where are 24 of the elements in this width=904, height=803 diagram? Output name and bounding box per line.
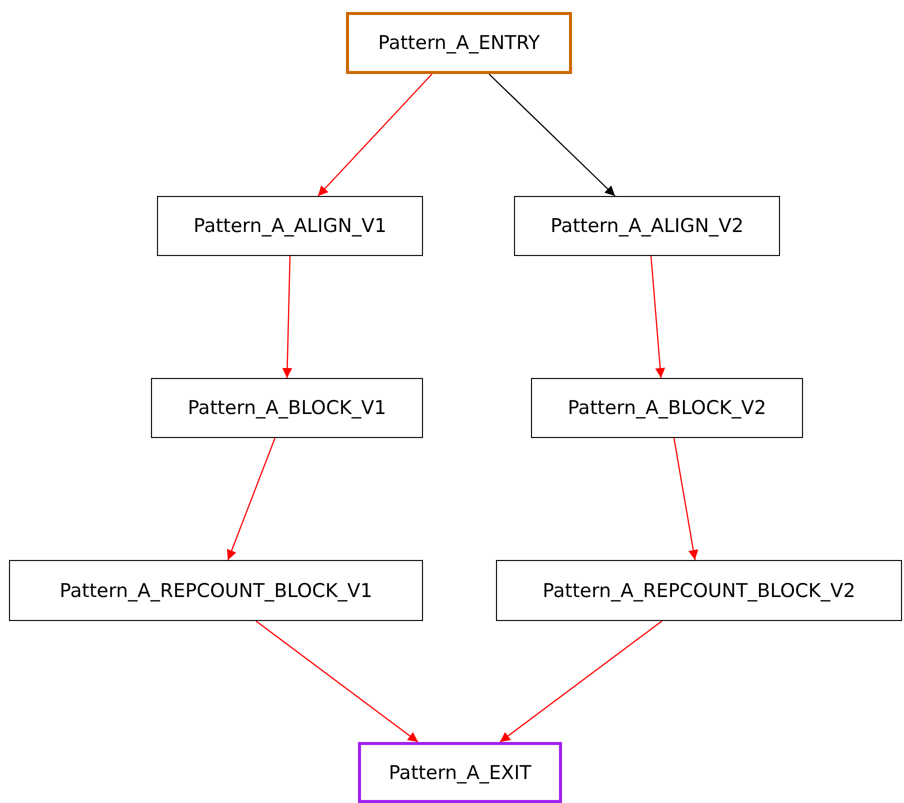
process-box [496, 560, 902, 621]
process-box [514, 196, 780, 256]
arrow [318, 74, 432, 196]
node-label: Pattern_A_BLOCK_V2 [568, 397, 766, 419]
arrow [650, 256, 666, 378]
process-box [346, 12, 572, 74]
process-box [157, 196, 423, 256]
arrow [256, 620, 418, 742]
arrow [500, 620, 662, 742]
node-label: Pattern_A_REPCOUNT_BLOCK_V1 [60, 580, 372, 602]
process-box [531, 378, 803, 438]
node-label: Pattern_A_EXIT [388, 762, 532, 784]
arrow [226, 438, 276, 560]
node-label: Pattern_A_REPCOUNT_BLOCK_V2 [542, 580, 856, 602]
process-box [9, 560, 423, 621]
node-label: Pattern_A_ALIGN_V1 [193, 215, 387, 237]
node-label: Pattern_A_ALIGN_V2 [550, 215, 744, 237]
process-box [358, 742, 562, 803]
process-box [151, 378, 423, 438]
arrow [282, 256, 292, 378]
arrow [673, 438, 698, 560]
arrow [488, 74, 616, 196]
node-label: Pattern_A_ENTRY [378, 32, 540, 54]
node-label: Pattern_A_BLOCK_V1 [188, 397, 386, 419]
